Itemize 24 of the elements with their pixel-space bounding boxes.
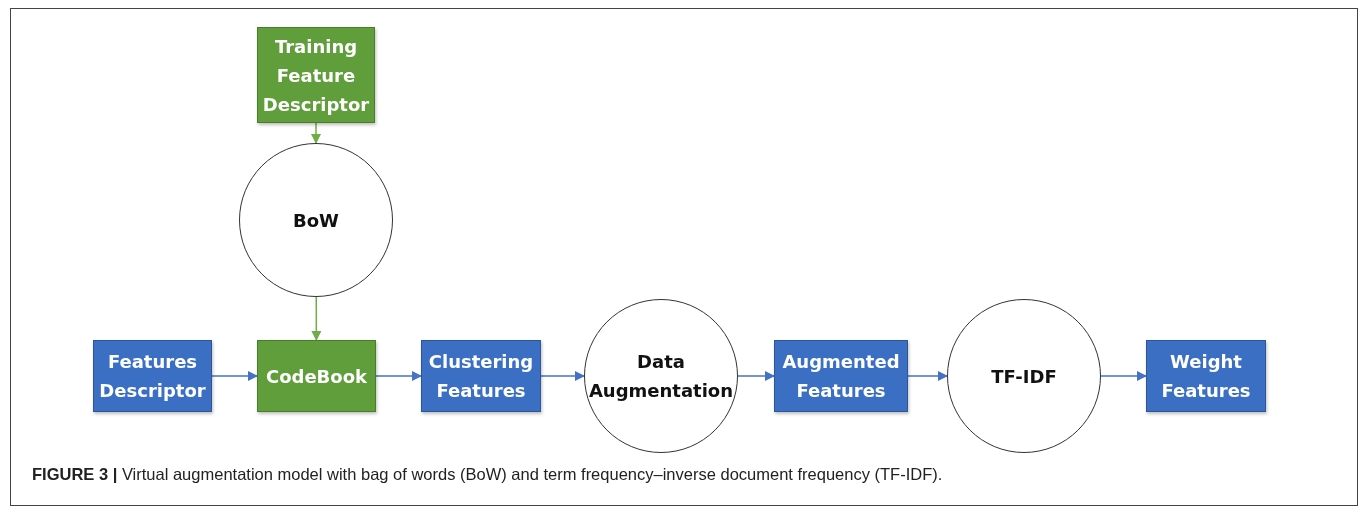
- node-label: BoW: [292, 208, 340, 233]
- arrow: [540, 371, 585, 381]
- arrow: [737, 371, 775, 381]
- arrow: [375, 371, 422, 381]
- process-box: [1146, 340, 1266, 412]
- figure-caption: FIGURE 3 | Virtual augmentation model with bag of words (BoW) and term frequency–inverse document frequency (TF-IDF).: [32, 465, 943, 484]
- node-label: Clustering Features: [427, 350, 535, 403]
- process-box: [257, 27, 375, 123]
- node-label: TF-IDF: [990, 364, 1058, 389]
- node-label: CodeBook: [264, 364, 369, 389]
- node-label: Training Feature Descriptor: [261, 34, 371, 117]
- arrow: [311, 122, 321, 144]
- process-box: [421, 340, 541, 412]
- arrow: [311, 296, 322, 341]
- node-label: Data Augmentation: [587, 350, 735, 403]
- process-box: [774, 340, 908, 412]
- arrow: [211, 371, 258, 381]
- node-label: Features Descriptor: [98, 350, 207, 403]
- process-box: [257, 340, 376, 412]
- node-label: Augmented Features: [781, 350, 901, 403]
- arrow: [1100, 371, 1147, 381]
- node-label: Weight Features: [1160, 350, 1252, 403]
- process-box: [93, 340, 212, 412]
- arrow: [907, 371, 948, 381]
